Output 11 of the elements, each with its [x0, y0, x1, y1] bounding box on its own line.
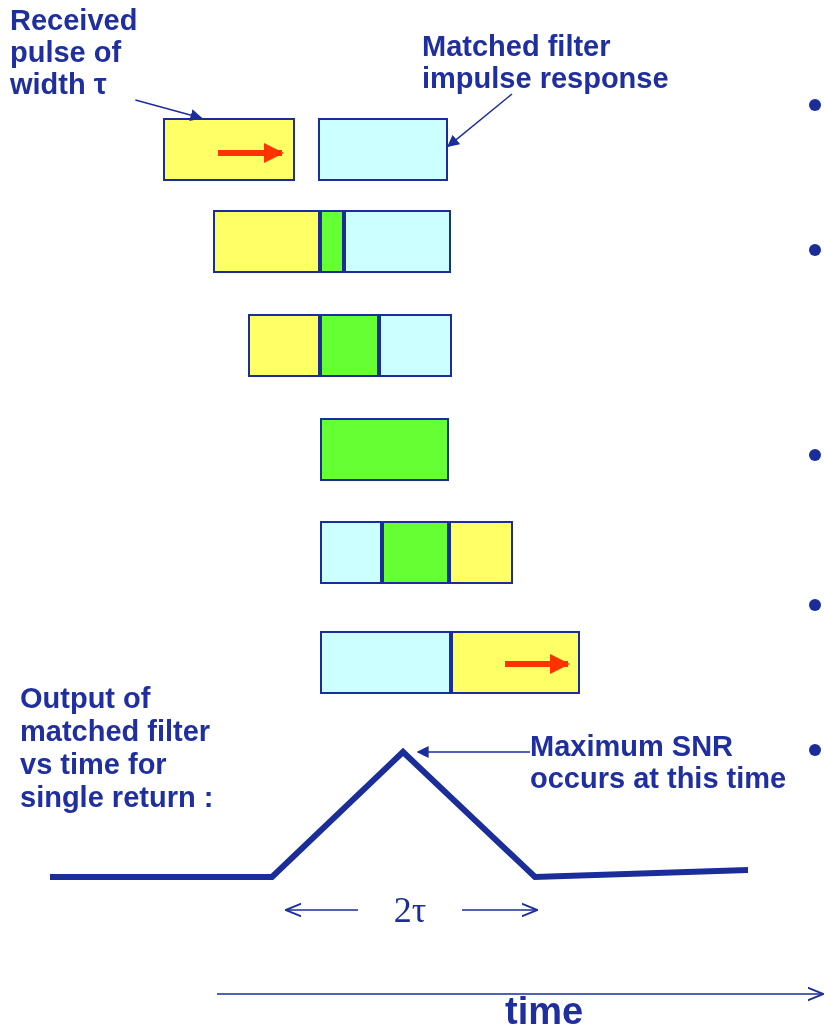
- pulse-width-label: 2τ: [392, 890, 428, 930]
- leader-line: [416, 746, 531, 758]
- filter-label: Matched filter impulse response: [422, 30, 722, 94]
- pulse-label: Received pulse of width τ: [10, 4, 142, 100]
- leader-line: [134, 99, 203, 121]
- axis-label: time: [505, 990, 585, 1032]
- impulse-response-block: [318, 118, 448, 181]
- leader-line: [447, 93, 513, 148]
- output-label: Output of matched filter vs time for single return :: [20, 682, 215, 814]
- received-pulse-block: [163, 118, 295, 181]
- snr-note: Maximum SNR occurs at this time: [530, 730, 790, 794]
